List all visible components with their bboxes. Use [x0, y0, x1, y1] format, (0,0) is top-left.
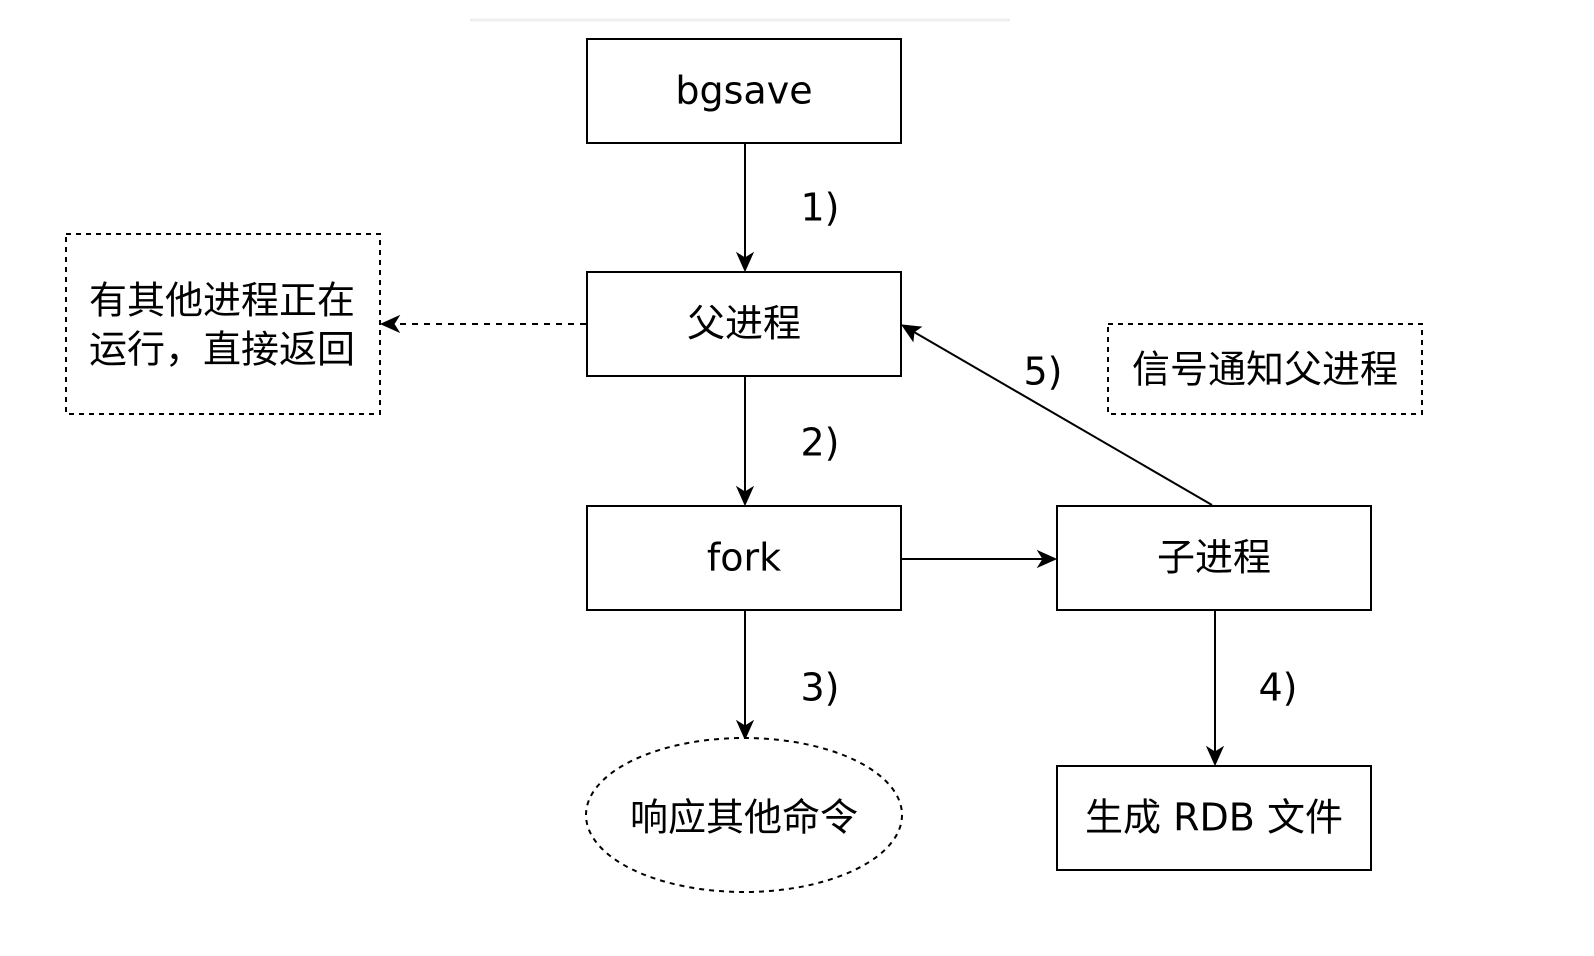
step-label-1: 1) [800, 186, 839, 230]
node-parent-process-label: 父进程 [687, 302, 801, 346]
node-child-process: 子进程 [1056, 505, 1372, 611]
note-other-running-line2: 运行，直接返回 [89, 328, 355, 372]
edge-child-to-parent [913, 331, 1213, 506]
node-fork: fork [586, 505, 902, 611]
node-generate-rdb: 生成 RDB 文件 [1056, 765, 1372, 871]
arrowhead-child-to-parent [900, 324, 923, 343]
arrowhead-parent-to-fork [735, 485, 755, 507]
arrowhead-fork-to-respond [735, 719, 755, 741]
note-signal-notify-label: 信号通知父进程 [1132, 348, 1398, 392]
arrowhead-parent-to-note [379, 314, 401, 334]
arrowhead-child-to-rdb [1205, 745, 1225, 767]
step-label-4: 4) [1258, 666, 1297, 710]
node-bgsave: bgsave [586, 38, 902, 144]
node-parent-process: 父进程 [586, 271, 902, 377]
node-fork-label: fork [707, 536, 781, 580]
node-respond-other-label: 响应其他命令 [630, 796, 858, 840]
arrowhead-fork-to-child [1036, 549, 1058, 569]
note-other-running: 有其他进程正在 运行，直接返回 [65, 233, 381, 415]
node-bgsave-label: bgsave [675, 69, 812, 113]
step-label-3: 3) [800, 666, 839, 710]
node-generate-rdb-label: 生成 RDB 文件 [1085, 796, 1343, 840]
arrowhead-bgsave-to-parent [735, 251, 755, 273]
step-label-2: 2) [800, 421, 839, 465]
node-child-process-label: 子进程 [1157, 536, 1271, 580]
step-label-5: 5) [1023, 350, 1062, 394]
node-respond-other: 响应其他命令 [585, 737, 903, 893]
note-signal-notify: 信号通知父进程 [1107, 323, 1423, 415]
note-other-running-line1: 有其他进程正在 [89, 279, 355, 323]
